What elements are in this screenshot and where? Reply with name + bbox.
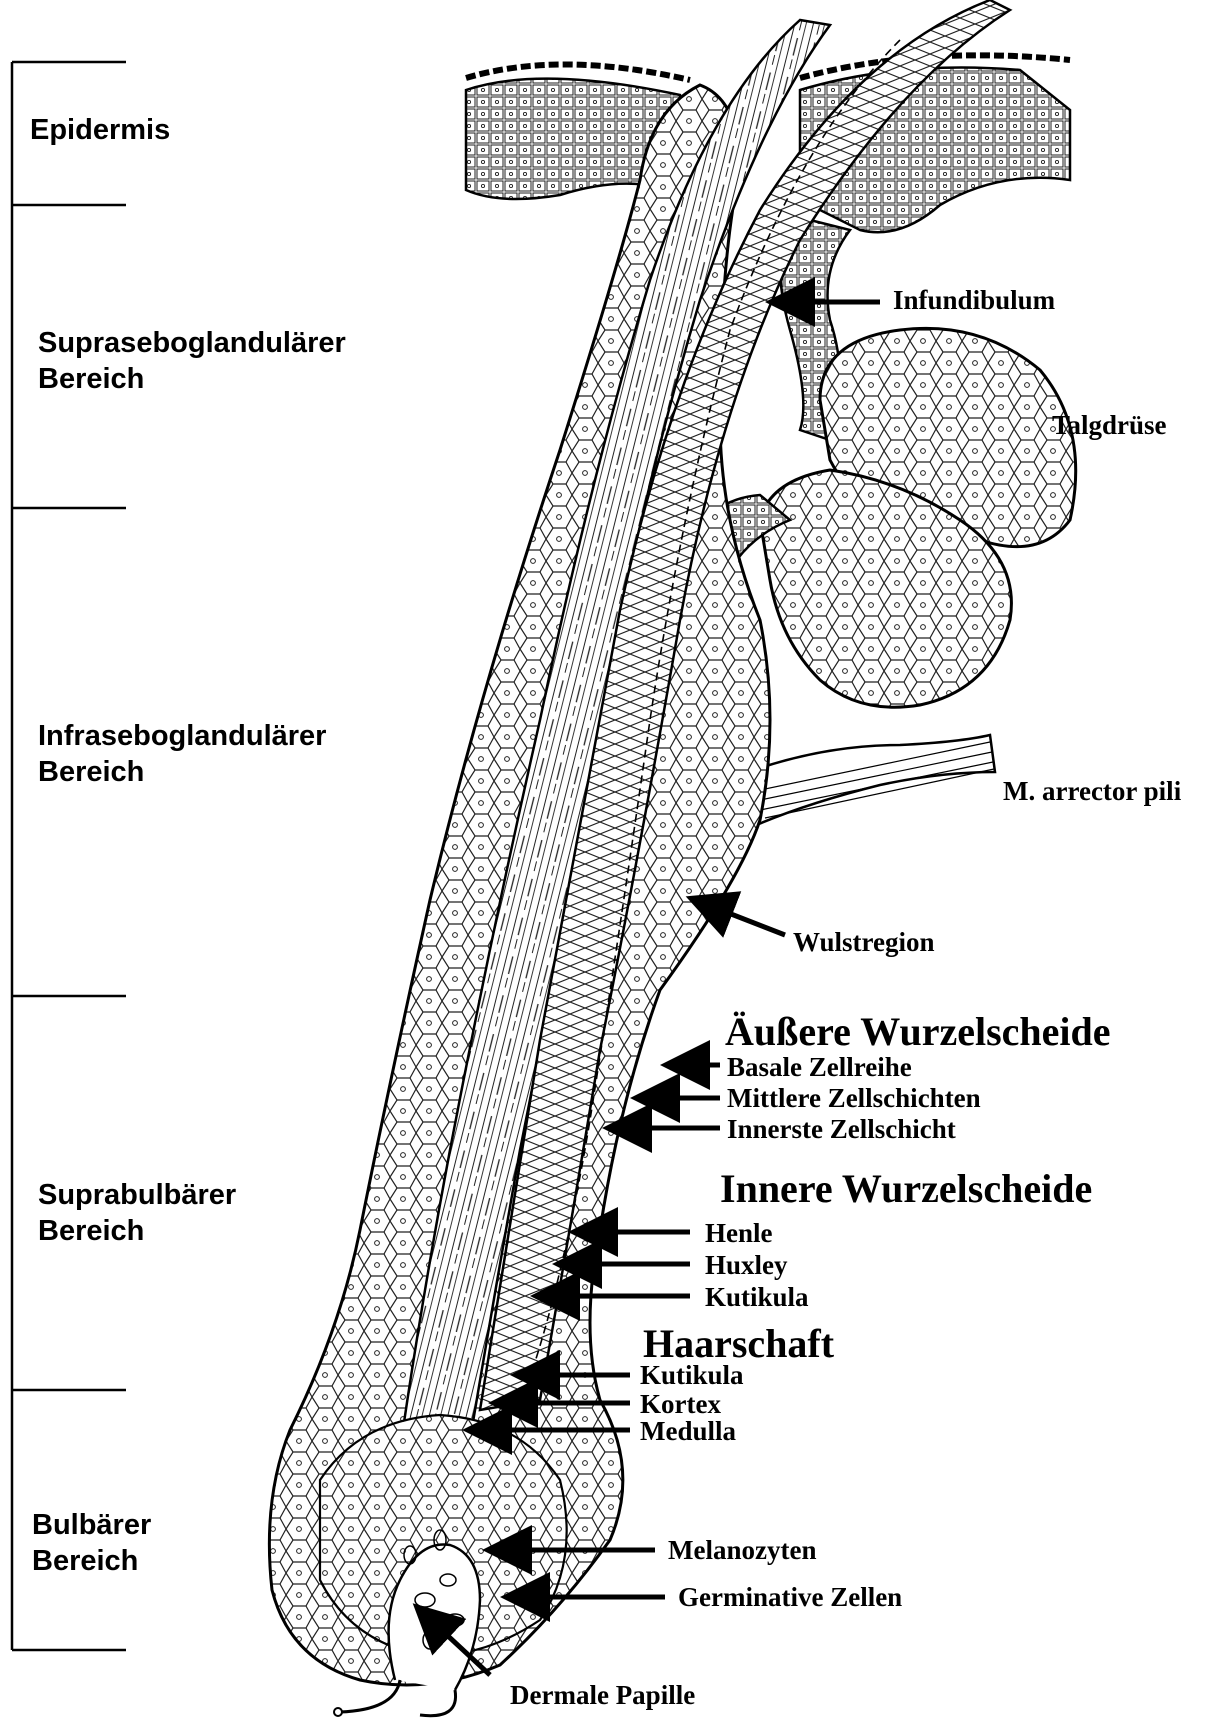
region-bulbar: Bulbärer Bereich (32, 1507, 151, 1579)
label-infundibulum: Infundibulum (893, 285, 1055, 315)
label-arrector-pili: M. arrector pili (1003, 776, 1181, 806)
label-melanozyten: Melanozyten (668, 1535, 816, 1565)
label-medulla: Medulla (640, 1416, 736, 1446)
region-epidermis: Epidermis (30, 112, 170, 148)
label-mittlere-zellschichten: Mittlere Zellschichten (727, 1083, 981, 1113)
papilla-vessel-right (420, 1690, 456, 1716)
region-infraseboglandular: Infraseboglandulärer Bereich (38, 718, 326, 790)
label-henle: Henle (705, 1218, 773, 1248)
label-dermale-papille: Dermale Papille (510, 1680, 695, 1710)
region-suprabulbar: Suprabulbärer Bereich (38, 1177, 236, 1249)
label-innerste-zellschicht: Innerste Zellschicht (727, 1114, 956, 1144)
label-huxley: Huxley (705, 1250, 788, 1280)
label-kortex: Kortex (640, 1389, 721, 1419)
region-supraseboglandular: Supraseboglandulärer Bereich (38, 325, 346, 397)
heading-aeussere-wurzelscheide: Äußere Wurzelscheide (725, 1010, 1111, 1054)
label-kutikula-irs: Kutikula (705, 1282, 809, 1312)
region-bracket (12, 62, 126, 1650)
heading-innere-wurzelscheide: Innere Wurzelscheide (720, 1167, 1092, 1211)
label-germinative-zellen: Germinative Zellen (678, 1582, 902, 1612)
label-kutikula-shaft: Kutikula (640, 1360, 744, 1390)
label-wulstregion: Wulstregion (793, 927, 935, 957)
label-talgdruese: Talgdrüse (1052, 410, 1167, 440)
label-basale-zellreihe: Basale Zellreihe (727, 1052, 912, 1082)
